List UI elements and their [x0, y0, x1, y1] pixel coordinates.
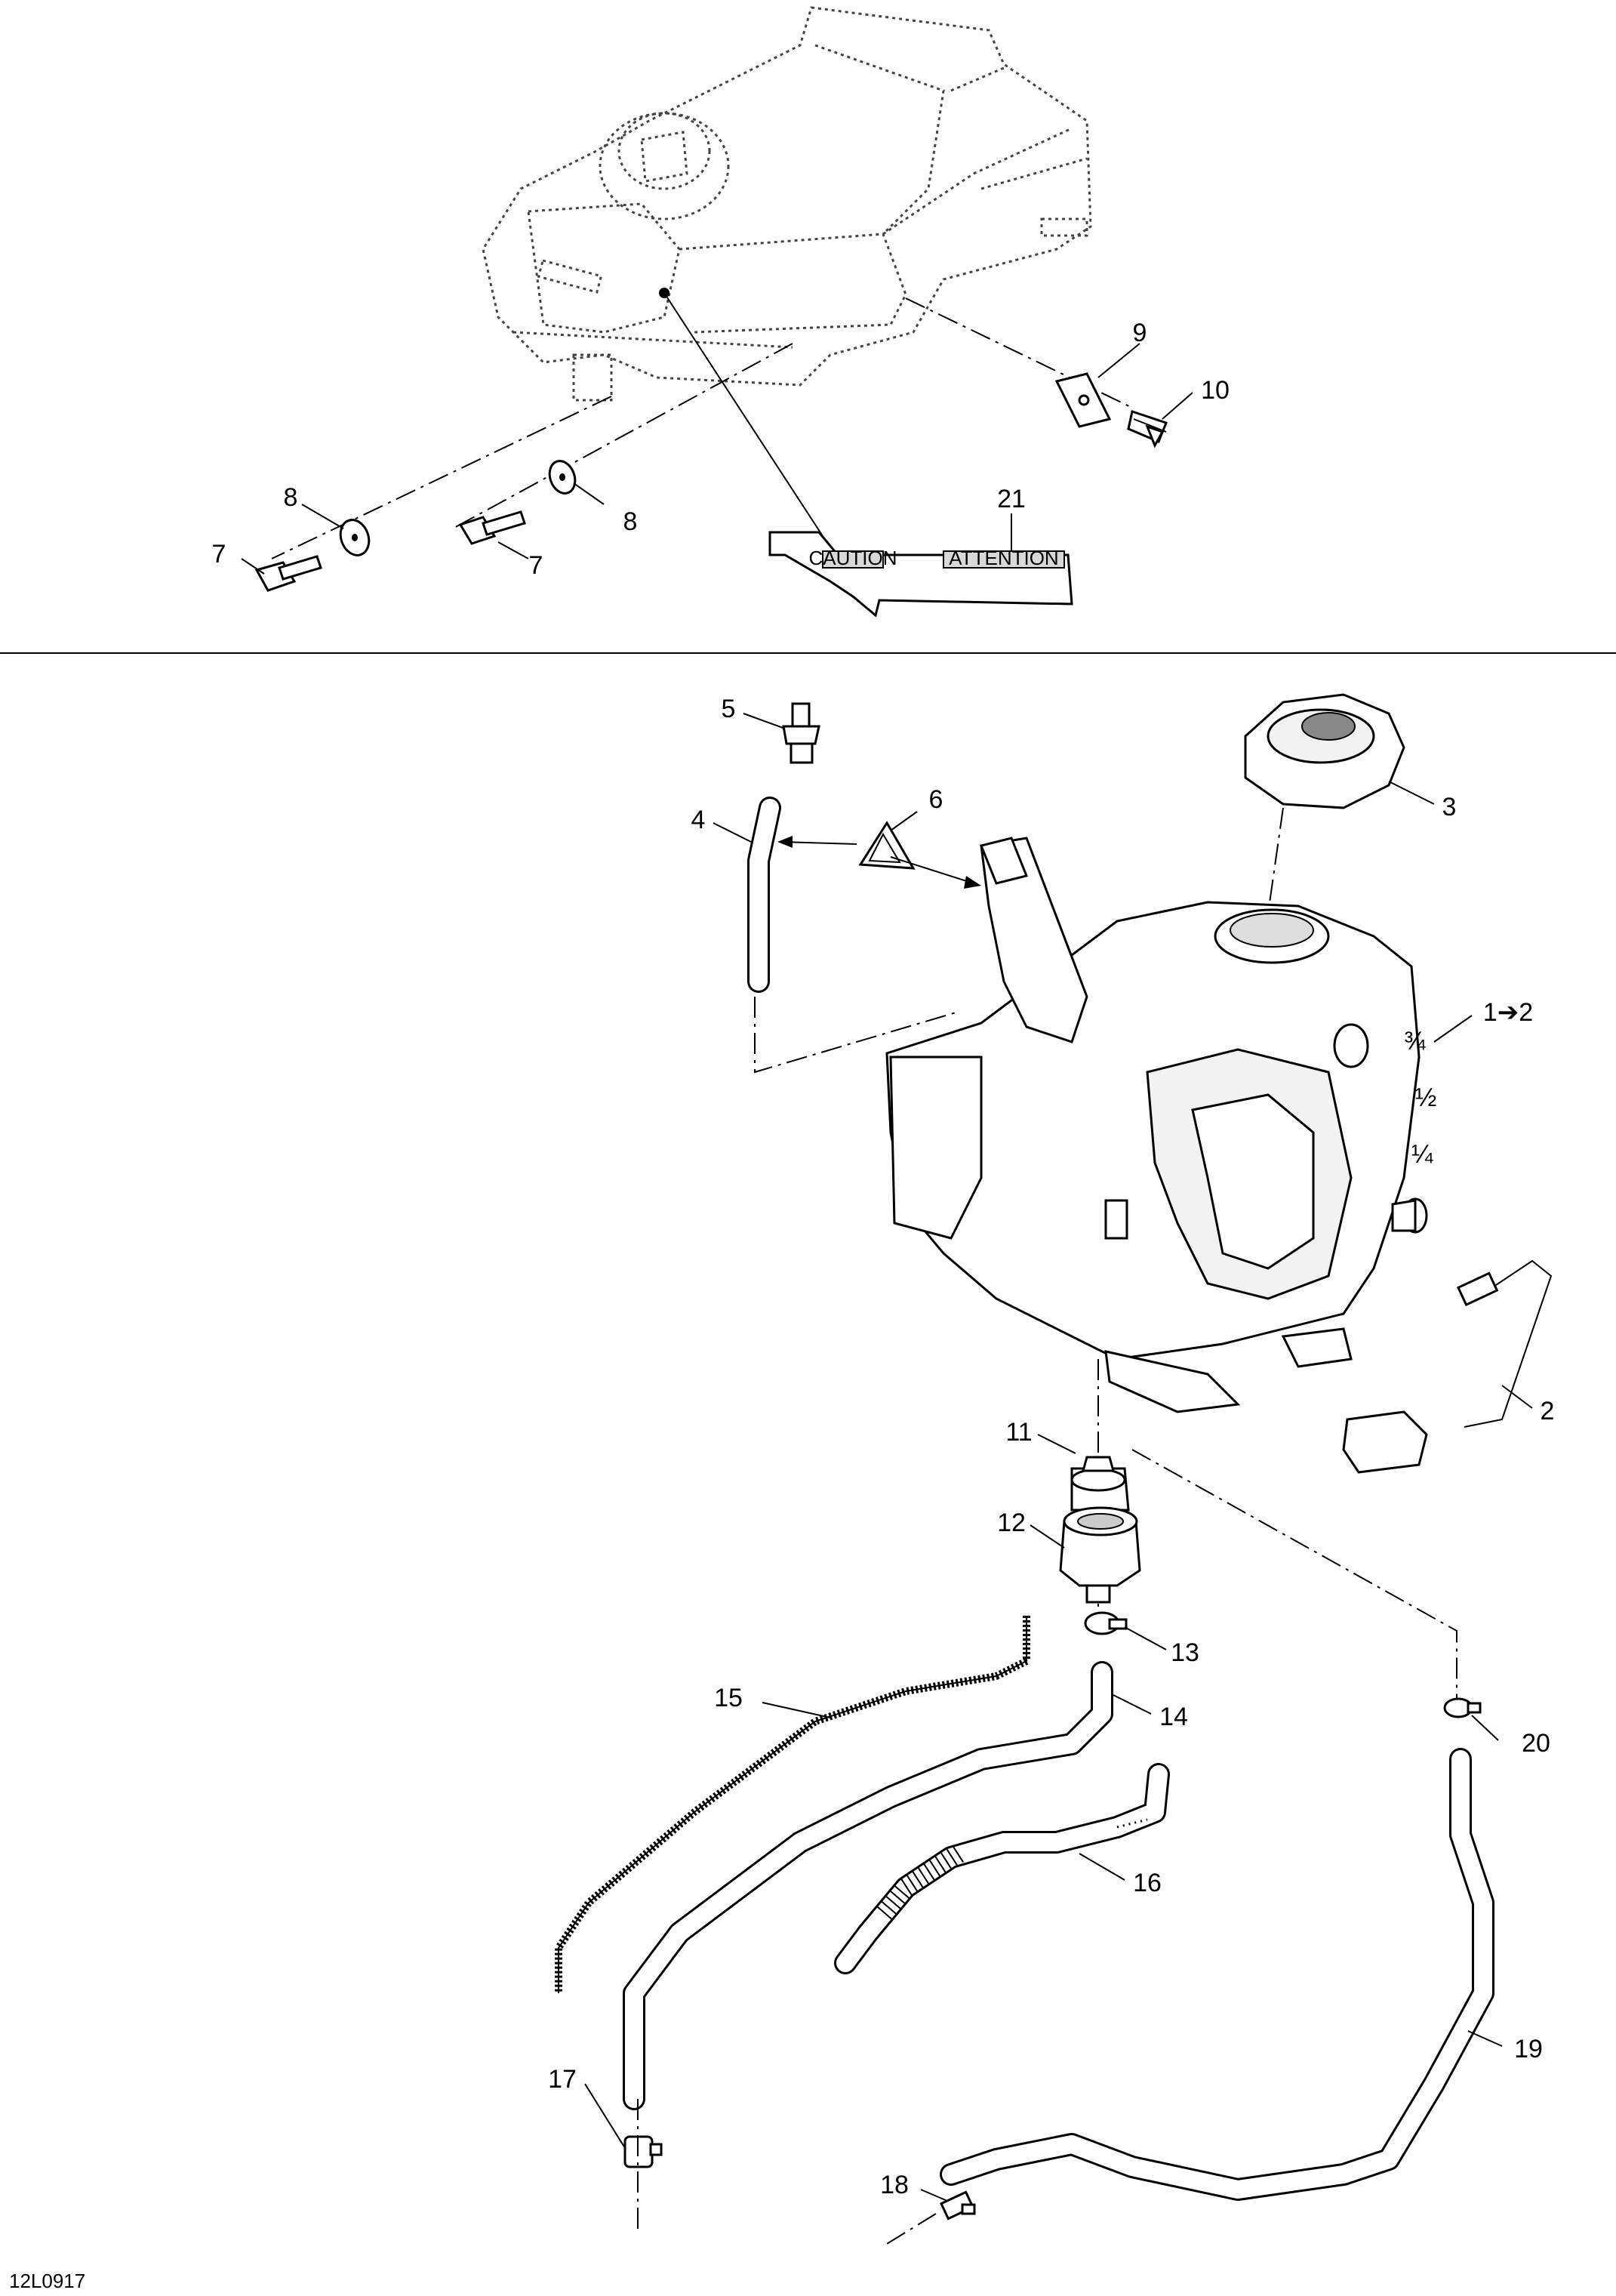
clip-6 — [858, 821, 916, 870]
callout-10: 10 — [1201, 376, 1230, 405]
washer-8-left — [339, 519, 371, 556]
callout-8-right: 8 — [623, 507, 638, 536]
phantom-fuel-cap — [599, 112, 730, 220]
clamp-17 — [623, 2135, 663, 2168]
callout-18: 18 — [880, 2171, 909, 2199]
screw-10 — [1127, 410, 1168, 448]
callout-1-to-2: 1➔2 — [1483, 998, 1533, 1027]
bolt-7-right — [458, 510, 526, 545]
callout-6: 6 — [929, 785, 943, 814]
filter-11 — [1070, 1456, 1130, 1512]
callout-20: 20 — [1522, 1729, 1550, 1758]
clip-nut-9 — [1054, 372, 1112, 428]
callout-2: 2 — [1541, 1397, 1555, 1425]
fuel-level-sensor-2 — [1342, 1259, 1553, 1474]
vent-valve-5 — [782, 702, 820, 764]
callout-16: 16 — [1133, 1869, 1162, 1897]
vent-hose-4 — [747, 797, 781, 993]
attention-text: ATTENTION — [949, 547, 1058, 569]
callout-19: 19 — [1514, 2035, 1543, 2063]
callout-12: 12 — [997, 1509, 1026, 1537]
clamp-20 — [1443, 1697, 1482, 1718]
callout-3: 3 — [1442, 793, 1457, 821]
gauge-mark-quarter: ¼ — [1411, 1140, 1433, 1169]
callout-15: 15 — [714, 1684, 743, 1712]
clamp-13 — [1084, 1611, 1128, 1635]
upper-assembly: CAUTION ATTENTION 8 7 8 7 9 10 21 — [212, 6, 1230, 618]
callout-7-right: 7 — [529, 551, 543, 580]
lower-assembly: ¾ ½ ¼ — [548, 693, 1555, 2247]
callout-9: 9 — [1133, 319, 1147, 347]
phantom-frame — [482, 6, 1092, 402]
callout-7-left: 7 — [212, 540, 226, 569]
hose-14 — [623, 1661, 1113, 2110]
hose-19 — [940, 1748, 1494, 2201]
gauge-mark-three-quarter: ¾ — [1404, 1027, 1426, 1056]
caution-text: CAUTION — [809, 547, 897, 569]
washer-8-right — [548, 460, 577, 495]
hose-16 — [834, 1763, 1170, 1974]
clamp-18 — [940, 2190, 976, 2220]
callout-14: 14 — [1159, 1703, 1188, 1731]
spring-15 — [555, 1616, 1030, 1993]
gauge-mark-half: ½ — [1415, 1083, 1436, 1112]
callout-8-left: 8 — [284, 483, 298, 512]
warning-label-21: CAUTION ATTENTION — [768, 531, 1073, 618]
callout-4: 4 — [691, 806, 706, 834]
drawing-code: 12L0917 — [9, 2270, 85, 2292]
fuel-cap-3 — [1244, 693, 1405, 809]
callout-13: 13 — [1171, 1638, 1199, 1667]
callout-11: 11 — [1005, 1418, 1032, 1447]
callout-5: 5 — [722, 695, 736, 723]
fuel-tank-1: ¾ ½ ¼ — [885, 837, 1436, 1413]
callout-21: 21 — [997, 485, 1026, 513]
pump-12 — [1059, 1506, 1141, 1604]
callout-17: 17 — [548, 2065, 577, 2094]
bolt-7-left — [254, 555, 322, 592]
